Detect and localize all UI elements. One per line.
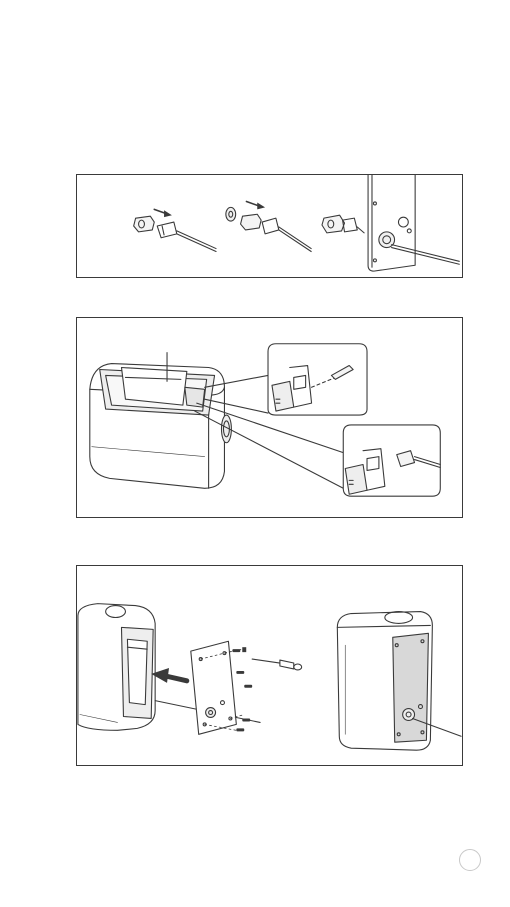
illustration-panel-rear-mounting [76, 565, 463, 766]
illustration-panel-connector-detail [76, 317, 463, 518]
step-3-plug [322, 215, 364, 233]
speaker-connector-detail-illustration [77, 318, 462, 517]
step-4-plate [368, 175, 459, 271]
cable-plug-steps-illustration [77, 175, 462, 277]
page-number-marker [459, 849, 481, 871]
rear-panel-mounting-illustration [77, 566, 462, 765]
arrow-right-icon [257, 202, 265, 209]
arrow-right-icon [164, 210, 172, 217]
illustration-panel-cable-steps [76, 174, 463, 278]
screwdriver-icon [252, 659, 302, 670]
step-2-plug [226, 207, 311, 251]
step-1-plug [134, 216, 216, 251]
